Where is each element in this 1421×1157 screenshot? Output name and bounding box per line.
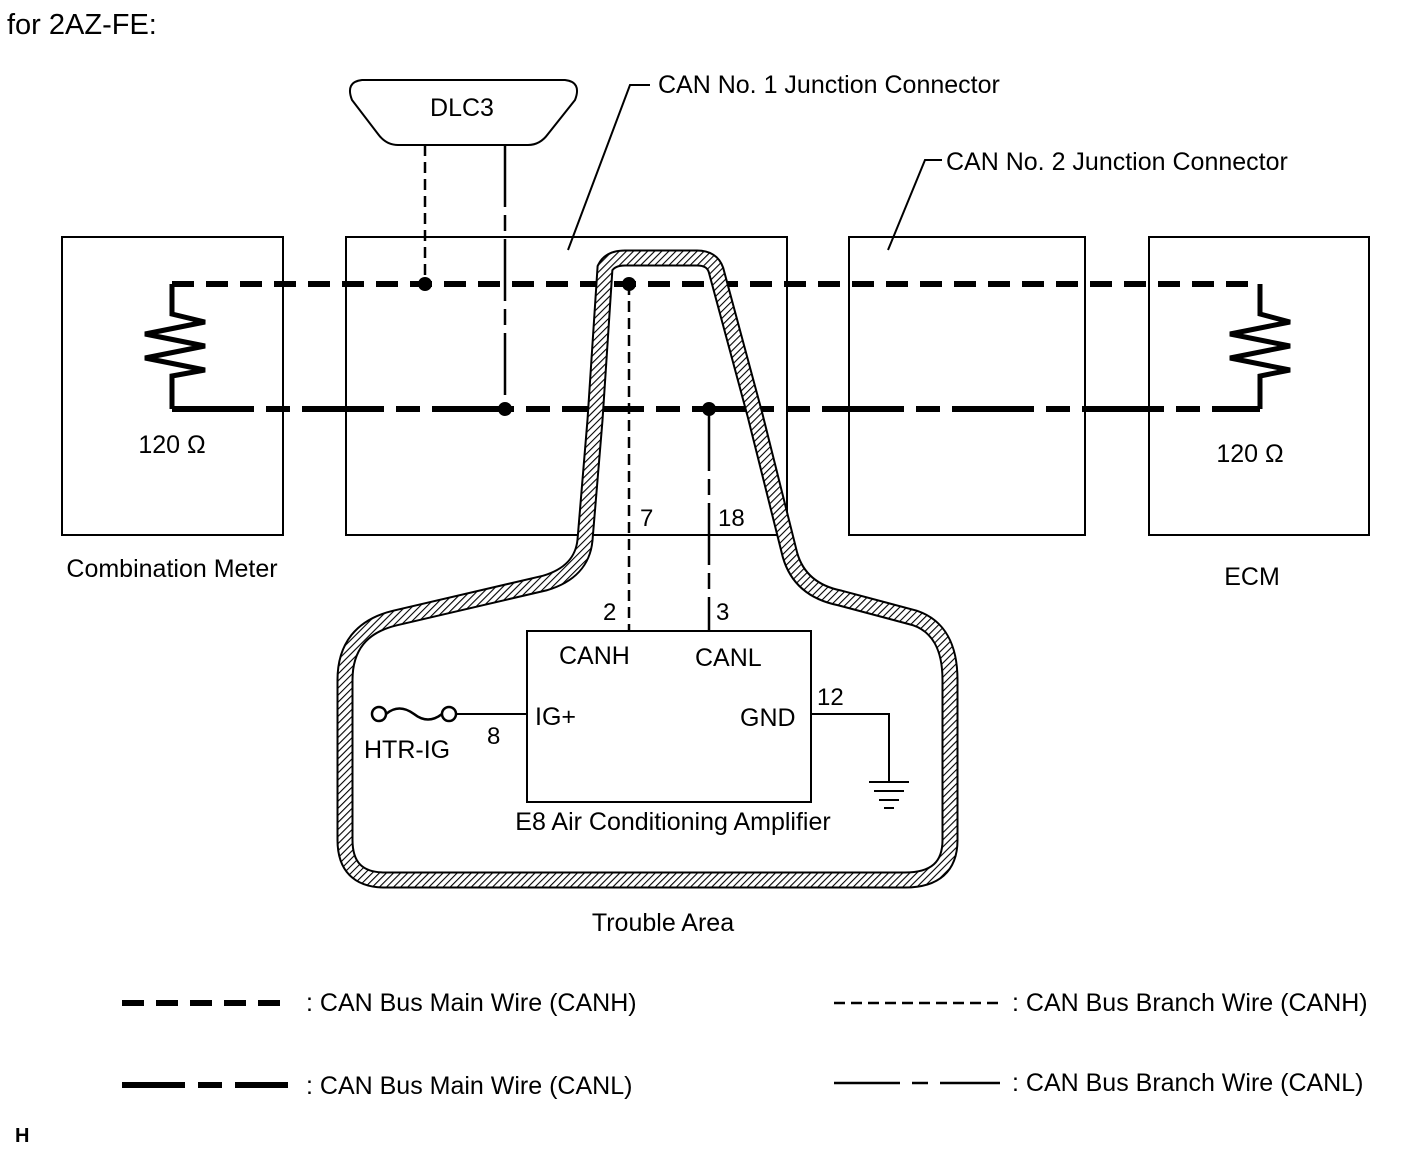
amp-terminal-canl: CANL	[695, 644, 762, 672]
fuse-icon	[370, 705, 458, 723]
junction-2-callout-line	[887, 159, 942, 251]
trouble-area-label: Trouble Area	[592, 909, 734, 937]
amp-terminal-canh: CANH	[559, 642, 630, 670]
junction-connector-2-box	[848, 236, 1086, 536]
right-resistor-label: 120 Ω	[1216, 440, 1283, 468]
legend-branch-canh-label: : CAN Bus Branch Wire (CANH)	[1012, 989, 1368, 1017]
pin-8: 8	[487, 723, 500, 750]
pin-12: 12	[817, 684, 844, 711]
pin-7: 7	[640, 505, 653, 532]
pin-18: 18	[718, 505, 745, 532]
ground-wire	[811, 713, 890, 782]
dlc3-label: DLC3	[430, 94, 494, 122]
legend: : CAN Bus Main Wire (CANH) : CAN Bus Mai…	[122, 989, 1368, 1100]
junction-2-label: CAN No. 2 Junction Connector	[946, 148, 1288, 176]
right-terminating-resistor	[1229, 284, 1291, 409]
combination-meter-label: Combination Meter	[66, 555, 277, 583]
junction-connector-1-box	[345, 236, 788, 536]
ecm-box	[1148, 236, 1370, 536]
amplifier-label: E8 Air Conditioning Amplifier	[515, 808, 830, 836]
amp-terminal-gnd: GND	[740, 704, 796, 732]
splice-point-dlc3-canl	[498, 402, 512, 416]
pin-3: 3	[716, 599, 729, 626]
combination-meter-box	[61, 236, 284, 536]
dlc3-connector	[349, 79, 578, 146]
amp-terminal-ig: IG+	[535, 703, 576, 731]
junction-1-callout-line	[567, 84, 650, 251]
splice-point-dlc3-canh	[418, 277, 432, 291]
ground-icon	[869, 781, 909, 809]
legend-main-canl-label: : CAN Bus Main Wire (CANL)	[306, 1072, 632, 1100]
left-resistor-label: 120 Ω	[138, 431, 205, 459]
air-conditioning-amplifier-box	[526, 630, 812, 803]
legend-branch-canl-label: : CAN Bus Branch Wire (CANL)	[1012, 1069, 1363, 1097]
pin-2: 2	[603, 599, 616, 626]
legend-main-canh-label: : CAN Bus Main Wire (CANH)	[306, 989, 637, 1017]
fuse-label: HTR-IG	[364, 736, 450, 764]
diagram-heading: for 2AZ-FE:	[7, 9, 157, 41]
corner-mark: H	[15, 1125, 29, 1147]
trouble-area-outline	[336, 249, 959, 889]
left-terminating-resistor	[144, 284, 206, 409]
junction-1-label: CAN No. 1 Junction Connector	[658, 71, 1000, 99]
ecm-label: ECM	[1224, 563, 1280, 591]
